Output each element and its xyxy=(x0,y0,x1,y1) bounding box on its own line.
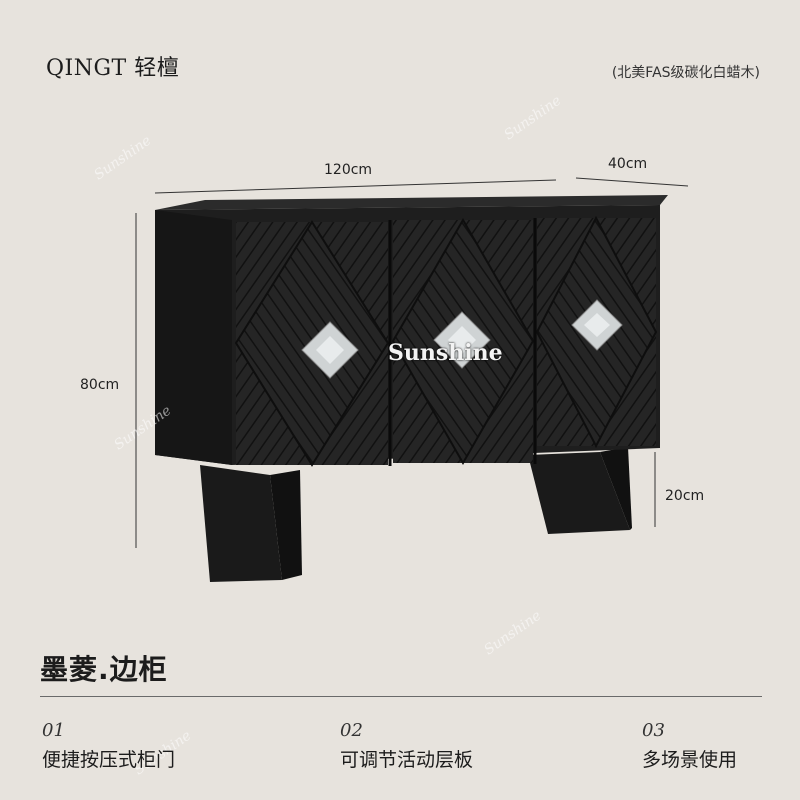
material-note: (北美FAS级碳化白蜡木) xyxy=(611,65,760,81)
width-dimension: 120cm xyxy=(324,162,373,178)
feature-number: 02 xyxy=(340,720,363,741)
feature-item: 01 便捷按压式柜门 xyxy=(42,720,175,772)
feature-label: 便捷按压式柜门 xyxy=(42,749,176,771)
depth-dimension: 40cm xyxy=(608,156,648,172)
feature-item: 03 多场景使用 xyxy=(642,720,737,772)
watermark-center: Sunshine xyxy=(388,340,503,366)
leg-height-dimension: 20cm xyxy=(665,488,705,504)
feature-number: 03 xyxy=(642,720,665,741)
feature-number: 01 xyxy=(42,720,65,741)
brand-title: QINGT 轻檀 xyxy=(46,56,180,81)
feature-item: 02 可调节活动层板 xyxy=(340,720,473,772)
product-title: 墨菱.边柜 xyxy=(40,653,168,686)
handle-icon xyxy=(301,299,623,379)
feature-label: 多场景使用 xyxy=(642,749,738,771)
divider xyxy=(40,696,762,697)
feature-label: 可调节活动层板 xyxy=(340,749,474,771)
height-dimension: 80cm xyxy=(80,377,120,393)
